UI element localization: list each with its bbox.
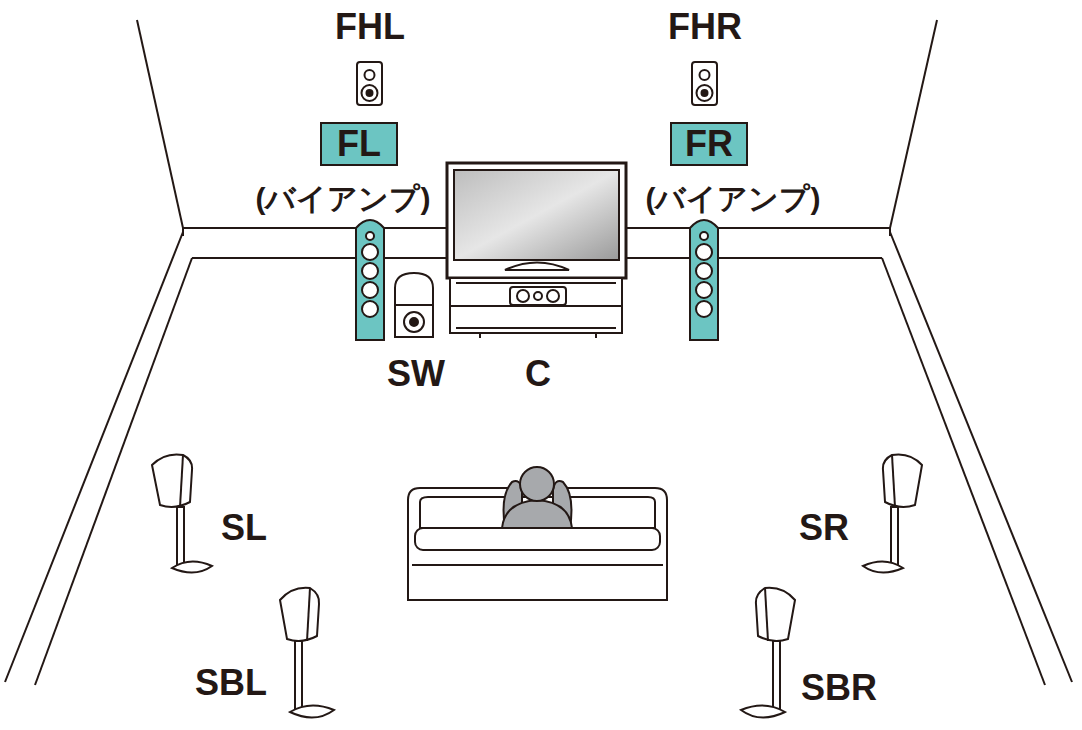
woofer	[696, 282, 712, 298]
woofer	[362, 263, 378, 279]
listener-head	[520, 467, 554, 501]
speaker-label: C	[525, 356, 551, 392]
tv-stand	[505, 263, 569, 271]
speaker-channel-box: FL	[320, 122, 398, 166]
stand-base	[172, 561, 212, 572]
speaker-body	[152, 454, 192, 506]
tv-cabinet	[450, 278, 622, 333]
listener-body	[502, 500, 572, 528]
television	[447, 163, 626, 338]
woofer	[404, 312, 424, 332]
tweeter	[700, 70, 710, 80]
tv-screen	[454, 170, 619, 260]
floor-edge	[890, 232, 1072, 682]
speaker-body	[756, 588, 795, 641]
speaker-body	[510, 287, 566, 305]
cabinet-shelf	[456, 327, 616, 329]
tv-frame	[447, 163, 626, 278]
subwoofer-body	[395, 273, 433, 337]
speaker-body	[280, 588, 319, 641]
cabinet-shelf	[456, 282, 616, 284]
surround-back-speaker	[741, 588, 795, 718]
surround-speaker	[863, 454, 922, 572]
woofer	[517, 290, 529, 302]
height-speaker	[692, 62, 717, 105]
tweeter	[700, 232, 708, 240]
wall-corner	[137, 20, 183, 228]
speaker-label: SBR	[801, 670, 877, 706]
tweeter	[365, 70, 375, 80]
speaker-body	[356, 220, 384, 340]
speaker-label: FHL	[335, 9, 405, 45]
height-speaker	[357, 62, 382, 105]
speaker-edge	[180, 455, 183, 507]
channel-name: FR	[685, 126, 733, 162]
speaker-label: SBL	[195, 665, 267, 701]
tower-speaker	[690, 220, 718, 340]
floor-edge	[882, 258, 1045, 685]
speaker-label: SW	[387, 356, 445, 392]
woofer	[547, 290, 559, 302]
woofer	[362, 301, 378, 317]
cabinet-foot	[595, 333, 597, 338]
tweeter	[366, 232, 374, 240]
room-walls	[5, 20, 1072, 685]
speaker-label: FHR	[668, 9, 742, 45]
woofer	[696, 301, 712, 317]
stand-base	[863, 561, 903, 572]
stand-base	[741, 705, 785, 717]
speaker-stand	[891, 507, 898, 565]
biamp-note: (バイアンプ)	[646, 184, 821, 214]
subwoofer-panel	[395, 304, 433, 306]
sofa-body	[408, 488, 667, 600]
cabinet-foot	[479, 333, 481, 338]
speaker-stand	[773, 641, 780, 709]
tweeter	[534, 292, 542, 300]
woofer	[362, 282, 378, 298]
speaker-channel-box: FR	[670, 122, 748, 166]
woofer	[362, 244, 378, 260]
sofa	[408, 488, 667, 600]
listener	[502, 467, 572, 528]
tower-speaker	[356, 220, 384, 340]
speaker-edge	[307, 588, 310, 641]
speaker-edge	[892, 455, 895, 507]
floor-edge	[5, 232, 183, 682]
speaker-edge	[765, 588, 768, 641]
speaker-body	[692, 62, 717, 105]
woofer	[696, 263, 712, 279]
subwoofer	[395, 273, 433, 337]
speaker-body	[690, 220, 718, 340]
sofa-seat	[415, 528, 660, 550]
woofer	[362, 85, 378, 101]
surround-back-speaker	[280, 588, 334, 718]
speaker-body	[357, 62, 382, 105]
speaker-stand	[295, 641, 302, 709]
woofer-cap	[410, 318, 418, 326]
woofer	[696, 244, 712, 260]
speaker-stand	[177, 507, 184, 565]
biamp-note: (バイアンプ)	[256, 184, 431, 214]
stand-base	[290, 705, 334, 717]
surround-speaker	[152, 454, 212, 572]
wall-corner	[890, 20, 937, 228]
speaker-body	[883, 454, 922, 506]
woofer-cap	[367, 90, 373, 96]
channel-name: FL	[337, 126, 381, 162]
center-speaker	[510, 287, 566, 305]
speaker-label: SL	[221, 510, 267, 546]
floor-edge	[35, 258, 192, 685]
woofer	[697, 85, 713, 101]
speaker-label: SR	[799, 510, 849, 546]
woofer-cap	[702, 90, 708, 96]
sofa-front	[412, 564, 663, 566]
